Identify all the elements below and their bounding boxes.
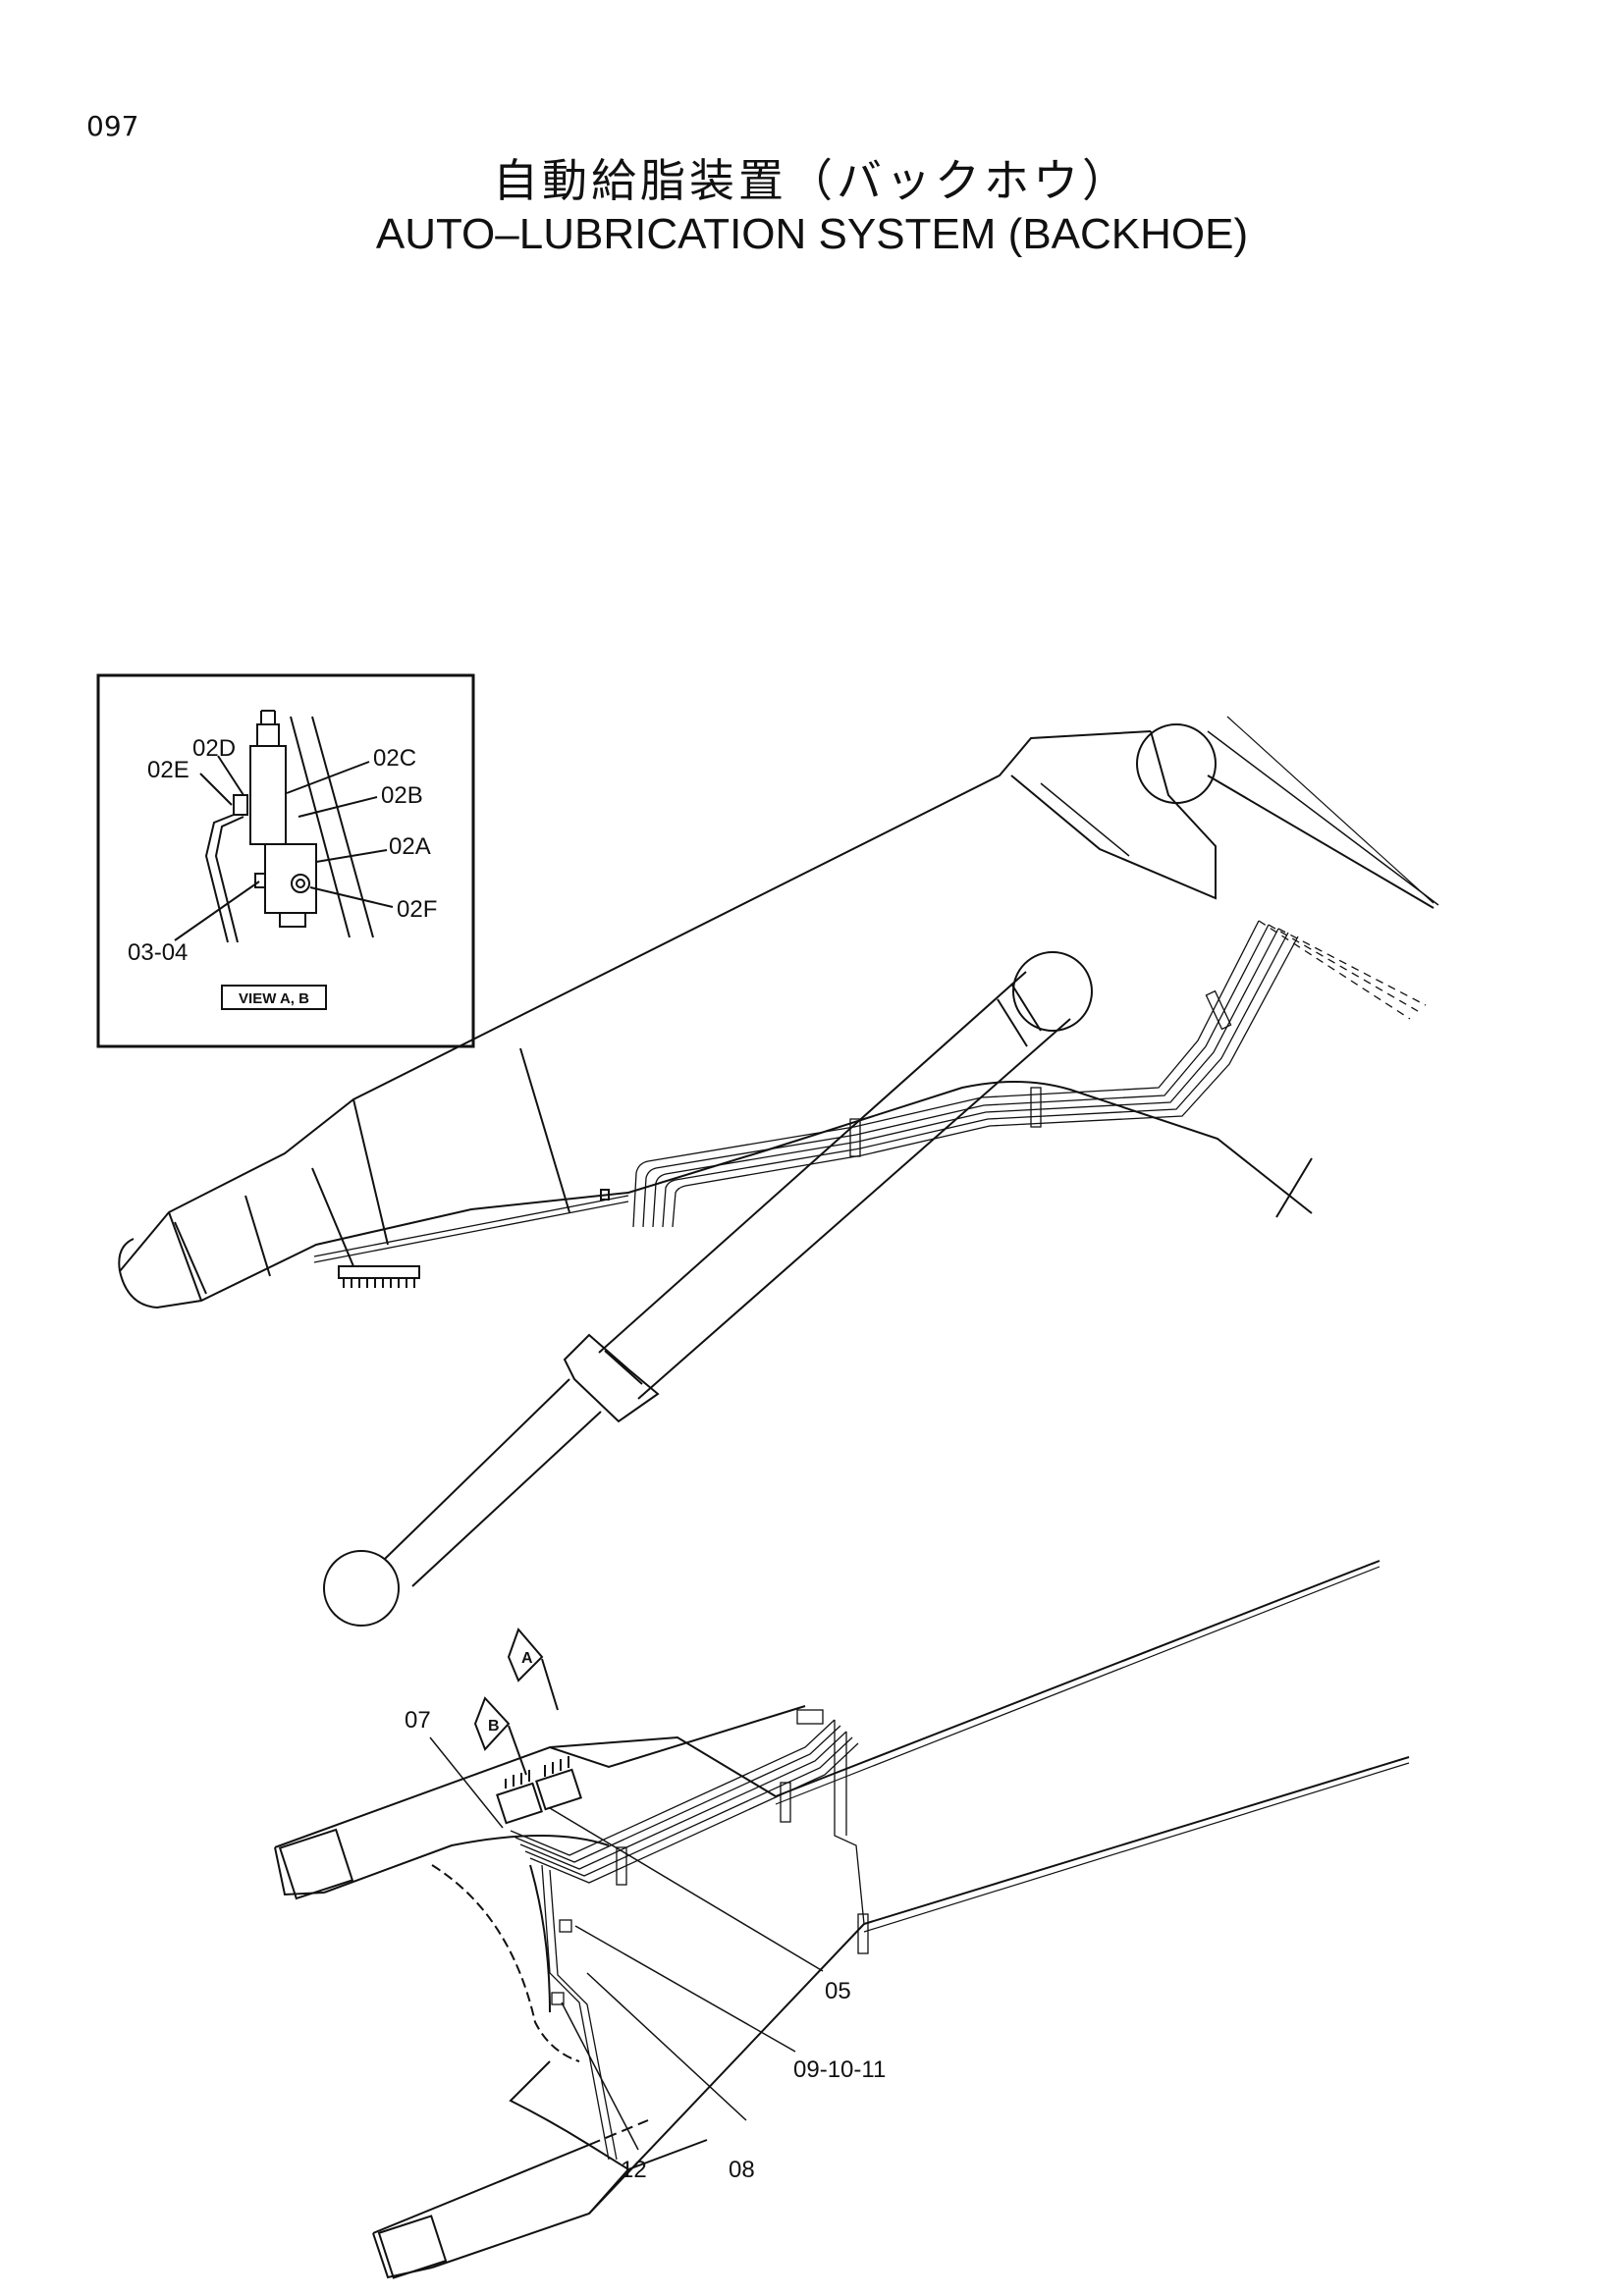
callout-02D: 02D <box>192 735 236 762</box>
callout-02C: 02C <box>373 745 416 772</box>
view-marker-b <box>473 1696 527 1776</box>
title-japanese: 自動給脂装置（バックホウ） <box>493 154 1131 207</box>
callout-02A: 02A <box>389 833 431 860</box>
boom-manifold <box>496 1756 582 1825</box>
view-marker-b-label: B <box>488 1718 500 1735</box>
view-label: VIEW A, B <box>239 990 309 1007</box>
callout-leaders <box>429 1736 824 2151</box>
callout-09-10-11: 09-10-11 <box>793 2056 886 2083</box>
callout-02B: 02B <box>381 782 423 809</box>
view-label-box <box>221 985 327 1010</box>
arm-manifold <box>338 1189 610 1288</box>
callout-07: 07 <box>405 1707 431 1734</box>
callout-05: 05 <box>825 1978 851 2004</box>
detail-inset <box>96 673 475 1048</box>
view-marker-a <box>507 1628 559 1711</box>
hose-bundle-boom <box>510 1709 869 2161</box>
callout-03-04: 03-04 <box>128 939 188 966</box>
callout-02E: 02E <box>147 757 189 783</box>
hose-bundle-arm <box>313 920 1427 1263</box>
detail-inset-frame <box>96 673 475 1048</box>
title-english: AUTO–LUBRICATION SYSTEM (BACKHOE) <box>375 210 1249 258</box>
view-marker-a-label: A <box>521 1650 533 1667</box>
callout-02F: 02F <box>397 896 437 923</box>
boom-structure <box>274 1560 1410 2279</box>
bucket-cylinder <box>323 971 1071 1627</box>
callout-12: 12 <box>621 2157 647 2183</box>
page-number: 097 <box>86 110 139 142</box>
callout-08: 08 <box>729 2157 755 2183</box>
arm-structure <box>118 716 1439 1309</box>
